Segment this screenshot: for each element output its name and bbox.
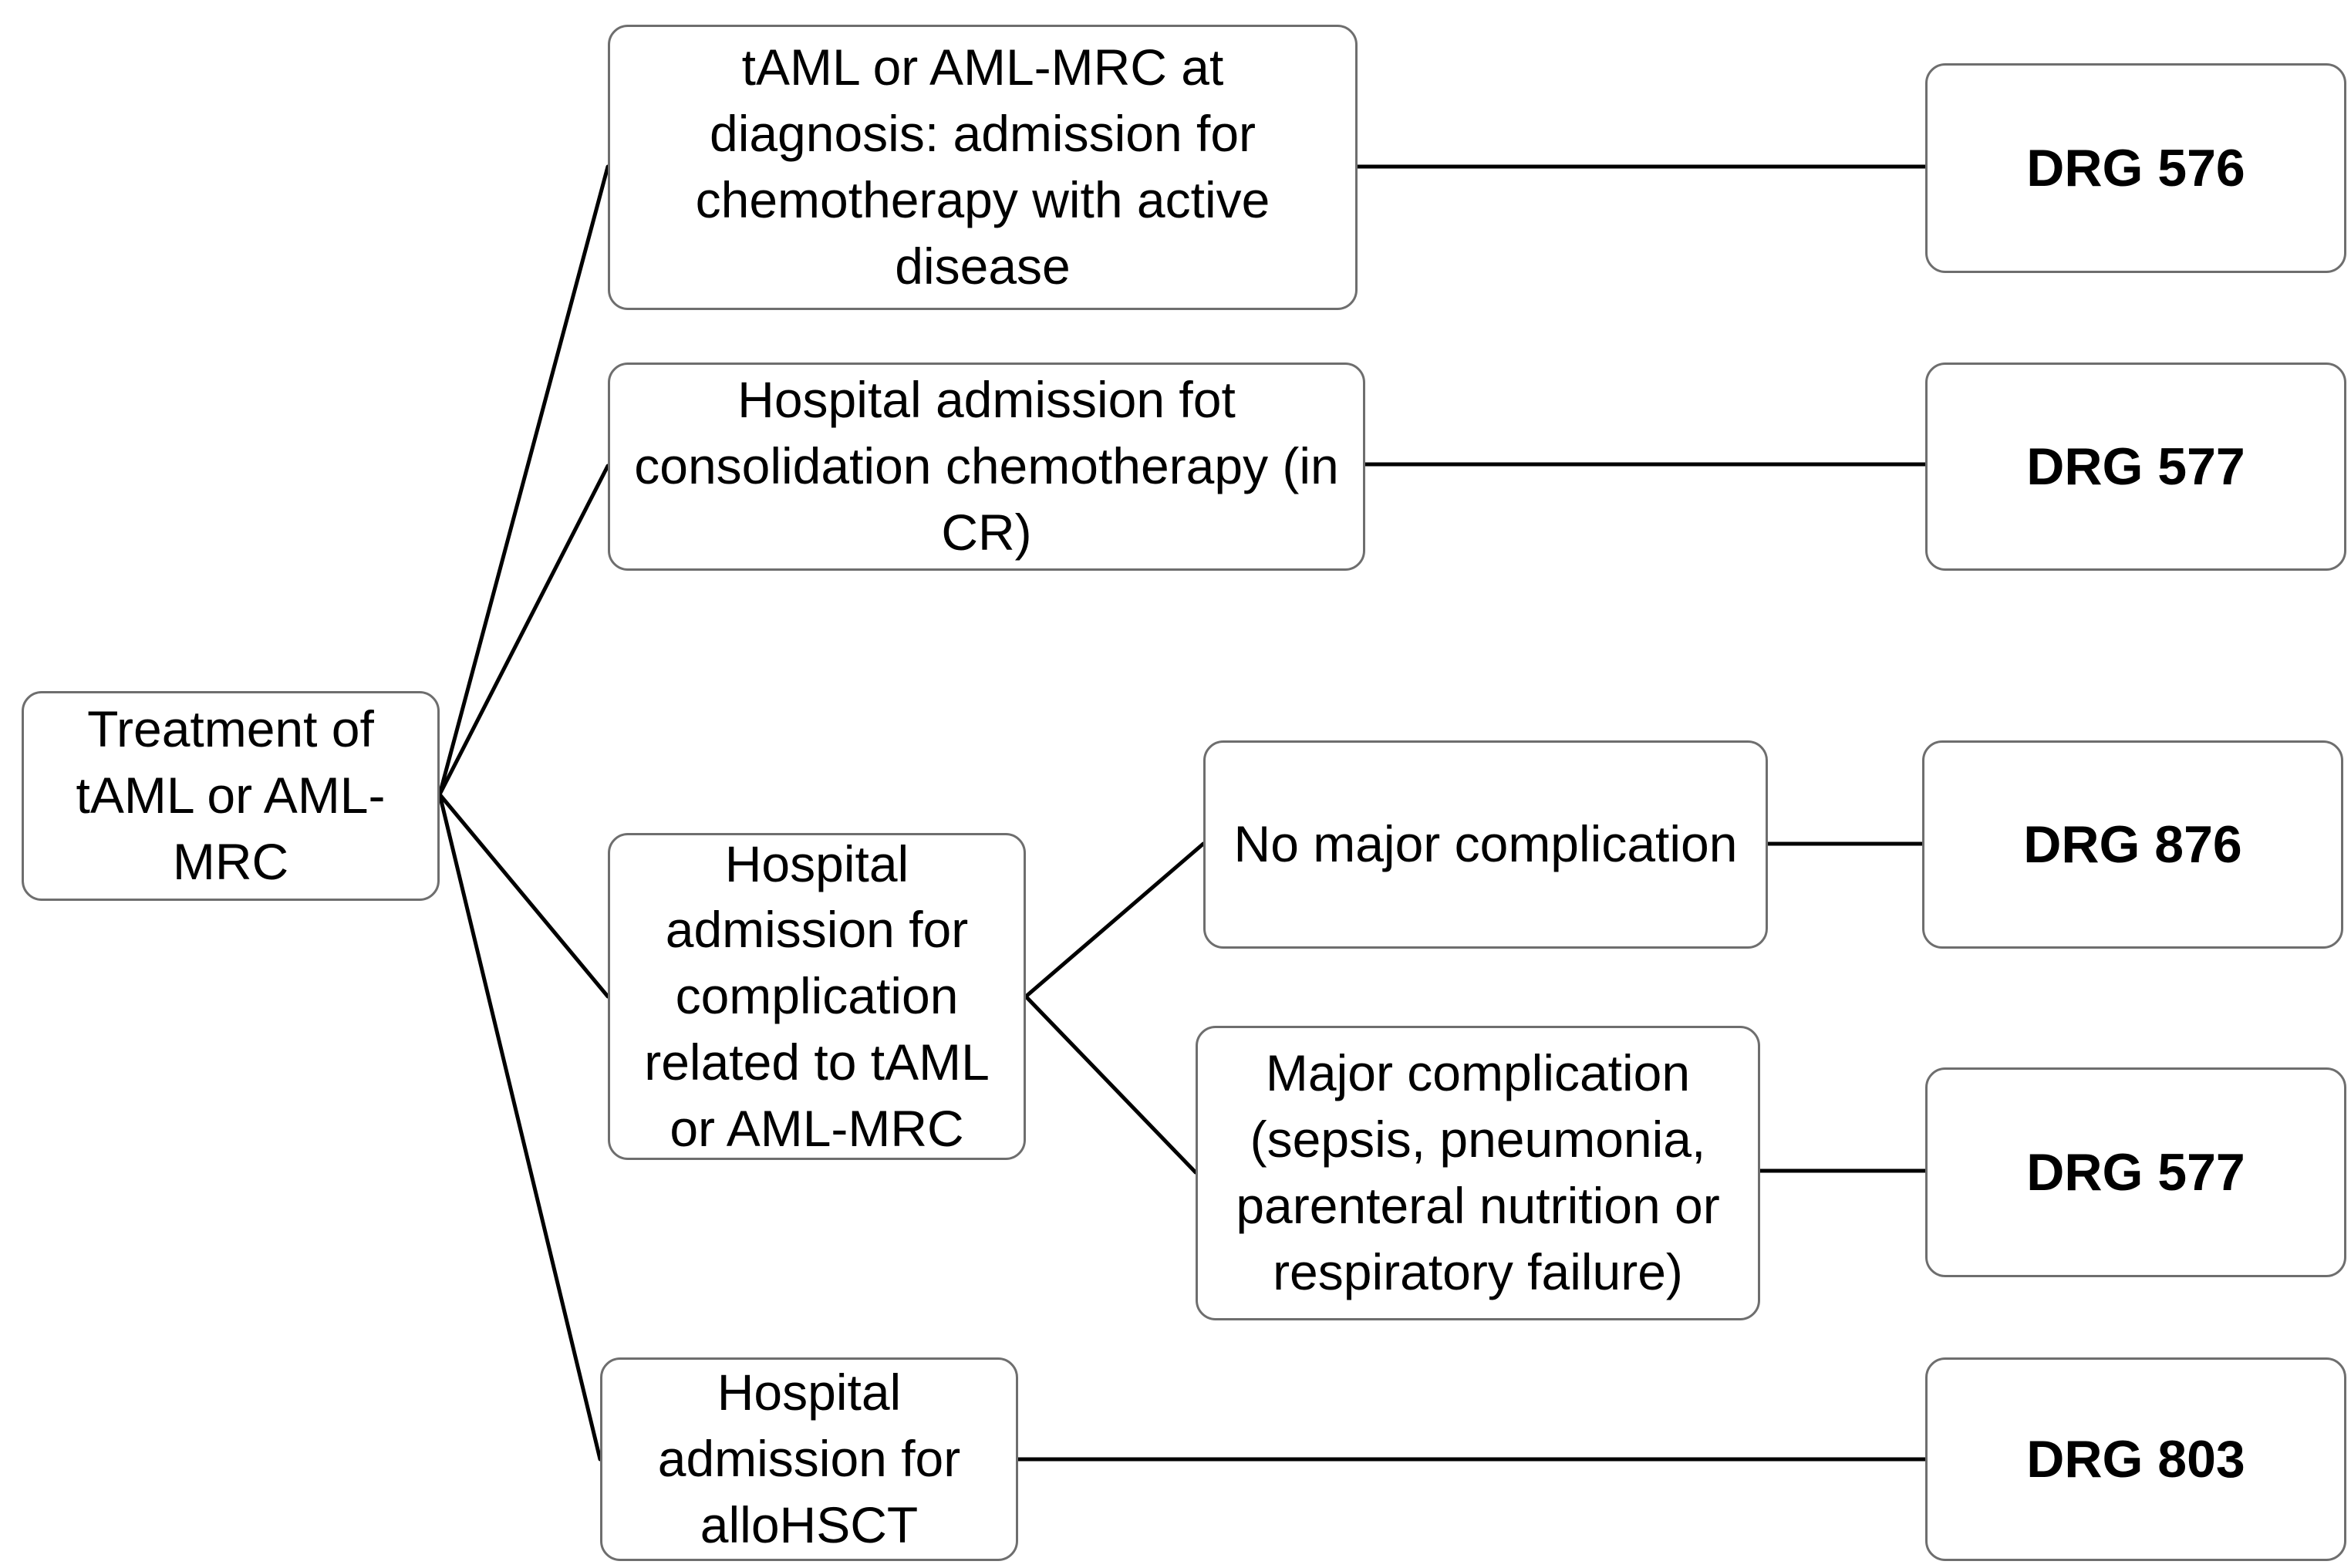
edge-complication-no-major xyxy=(1024,841,1206,999)
drg-box-major: DRG 577 xyxy=(1925,1067,2346,1277)
consolidation-node-label: Hospital admission fot consolidation che… xyxy=(634,371,1339,561)
node-consolidation-admission: Hospital admission fot consolidation che… xyxy=(608,362,1365,571)
drg-label-diagnosis: DRG 576 xyxy=(2026,138,2245,197)
edge-root-diagnosis xyxy=(437,164,610,797)
node-allohsct-admission: Hospital admission for alloHSCT xyxy=(600,1357,1018,1561)
node-complication-admission: Hospital admission for complication rela… xyxy=(608,833,1026,1160)
drg-label-major: DRG 577 xyxy=(2026,1142,2245,1202)
node-no-major-complication: No major complication xyxy=(1203,740,1768,949)
drg-label-consolidation: DRG 577 xyxy=(2026,437,2245,496)
edge-root-consolidation xyxy=(437,464,610,797)
edge-root-complication xyxy=(437,792,610,999)
edge-complication-major xyxy=(1024,994,1198,1175)
allohsct-node-label: Hospital admission for alloHSCT xyxy=(657,1364,961,1553)
drg-box-no-major: DRG 876 xyxy=(1922,740,2343,949)
complication-node-label: Hospital admission for complication rela… xyxy=(644,835,990,1157)
drg-box-consolidation: DRG 577 xyxy=(1925,362,2346,571)
major-node-label: Major complication (sepsis, pneumonia, p… xyxy=(1236,1044,1720,1300)
diagnosis-node-label: tAML or AML-MRC at diagnosis: admission … xyxy=(695,39,1270,295)
root-node-treatment: Treatment of tAML or AML-MRC xyxy=(22,691,440,901)
root-node-label: Treatment of tAML or AML-MRC xyxy=(76,700,386,890)
edge-root-allohsct xyxy=(437,792,602,1462)
drg-box-diagnosis: DRG 576 xyxy=(1925,63,2346,273)
node-diagnosis-admission: tAML or AML-MRC at diagnosis: admission … xyxy=(608,25,1358,310)
drg-label-no-major: DRG 876 xyxy=(2023,814,2242,874)
drg-label-allohsct: DRG 803 xyxy=(2026,1429,2245,1489)
node-major-complication: Major complication (sepsis, pneumonia, p… xyxy=(1196,1026,1760,1320)
no-major-node-label: No major complication xyxy=(1233,815,1738,873)
drg-box-allohsct: DRG 803 xyxy=(1925,1357,2346,1561)
